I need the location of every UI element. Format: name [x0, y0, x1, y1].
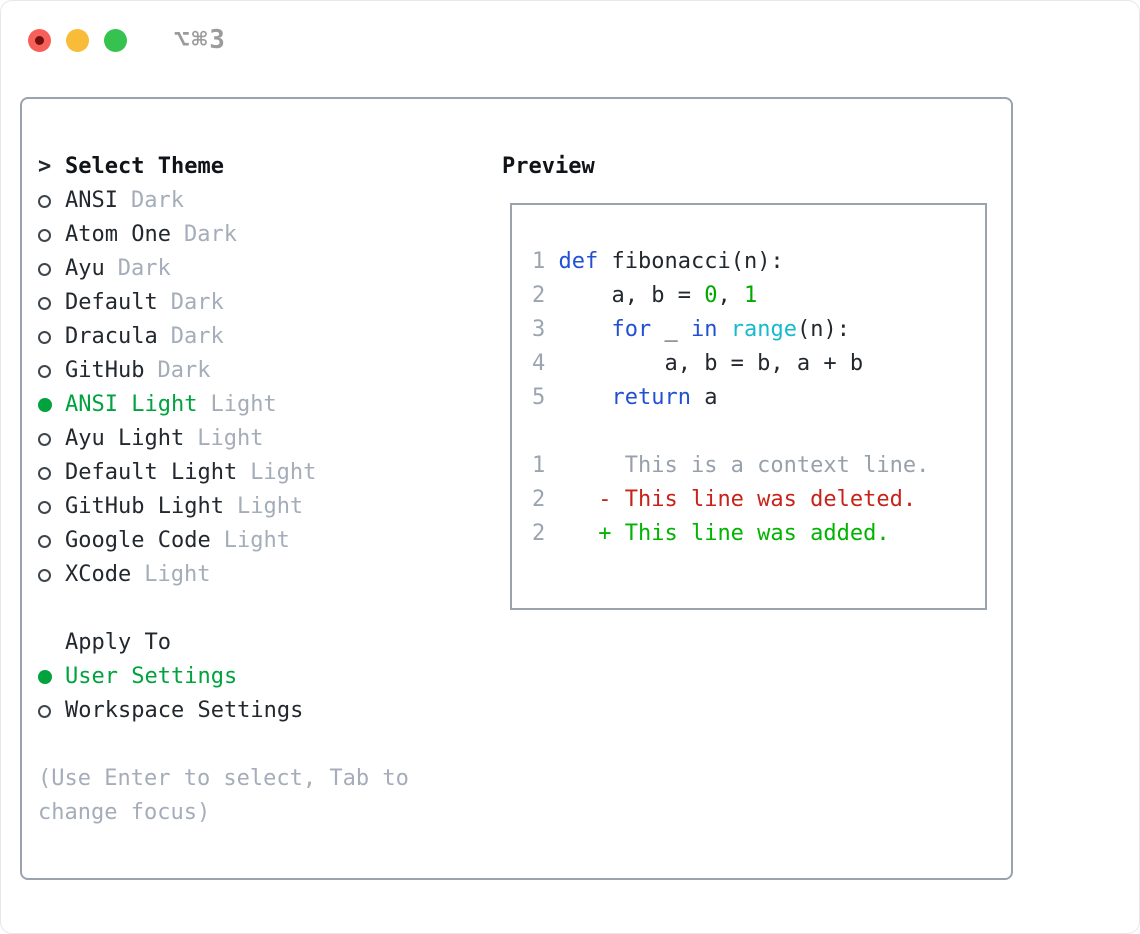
theme-option-xcode[interactable]: XCode Light	[38, 558, 488, 592]
radio-unselected-icon	[38, 704, 65, 718]
theme-option-default-light[interactable]: Default Light Light	[38, 456, 488, 490]
zoom-button[interactable]	[104, 28, 127, 52]
apply-to-header: Apply To	[38, 626, 488, 660]
close-dot-icon	[35, 35, 44, 45]
apply-option-user-settings[interactable]: User Settings	[38, 660, 488, 694]
radio-unselected-icon	[38, 296, 65, 310]
spacer	[38, 592, 488, 626]
apply-option-workspace-settings[interactable]: Workspace Settings	[38, 694, 488, 728]
preview-title: Preview	[502, 154, 595, 179]
theme-option-ayu-dark[interactable]: Ayu Dark	[38, 252, 488, 286]
minimize-button[interactable]	[66, 28, 89, 52]
radio-selected-icon	[38, 670, 65, 684]
radio-unselected-icon	[38, 262, 65, 276]
theme-selector-column: > Select Theme ANSI Dark Atom One Dark A…	[38, 150, 488, 830]
theme-option-github-dark[interactable]: GitHub Dark	[38, 354, 488, 388]
theme-option-ansi-dark[interactable]: ANSI Dark	[38, 184, 488, 218]
theme-option-atom-one-dark[interactable]: Atom One Dark	[38, 218, 488, 252]
theme-option-github-light[interactable]: GitHub Light Light	[38, 490, 488, 524]
diff-deleted-line: 2 - This line was deleted.	[532, 487, 917, 512]
radio-unselected-icon	[38, 534, 65, 548]
code-line: 2 a, b = 0, 1	[532, 283, 758, 308]
preview-pane: 1 def fibonacci(n): 2 a, b = 0, 1 3 for …	[510, 203, 987, 610]
theme-option-ansi-light[interactable]: ANSI Light Light	[38, 388, 488, 422]
code-line: 4 a, b = b, a + b	[532, 351, 864, 376]
radio-unselected-icon	[38, 568, 65, 582]
radio-unselected-icon	[38, 432, 65, 446]
preview-header: Preview	[502, 150, 987, 184]
spacer	[38, 728, 488, 762]
window-shortcut-label: ⌥⌘3	[174, 25, 227, 55]
radio-unselected-icon	[38, 330, 65, 344]
apply-to-title: Apply To	[65, 630, 171, 655]
radio-unselected-icon	[38, 228, 65, 242]
radio-selected-icon	[38, 398, 65, 412]
cursor-icon: >	[38, 154, 52, 179]
code-line-blank	[532, 415, 975, 449]
code-line: 3 for _ in range(n):	[532, 317, 850, 342]
diff-added-line: 2 + This line was added.	[532, 521, 890, 546]
help-text-line-1: (Use Enter to select, Tab to	[38, 766, 409, 791]
code-line: 1 def fibonacci(n):	[532, 249, 784, 274]
theme-option-dracula-dark[interactable]: Dracula Dark	[38, 320, 488, 354]
radio-unselected-icon	[38, 194, 65, 208]
theme-picker-panel: > Select Theme ANSI Dark Atom One Dark A…	[20, 97, 1013, 880]
theme-option-google-code[interactable]: Google Code Light	[38, 524, 488, 558]
theme-option-default-dark[interactable]: Default Dark	[38, 286, 488, 320]
theme-option-ayu-light[interactable]: Ayu Light Light	[38, 422, 488, 456]
diff-context-line: 1 This is a context line.	[532, 453, 930, 478]
titlebar: ⌥⌘3	[28, 25, 227, 55]
radio-unselected-icon	[38, 500, 65, 514]
radio-unselected-icon	[38, 364, 65, 378]
select-theme-header: > Select Theme	[38, 150, 488, 184]
select-theme-title: Select Theme	[65, 154, 224, 179]
preview-column: Preview 1 def fibonacci(n): 2 a, b = 0, …	[502, 150, 987, 610]
radio-unselected-icon	[38, 466, 65, 480]
help-text-line-2: change focus)	[38, 800, 211, 825]
code-line: 5 return a	[532, 385, 718, 410]
close-button[interactable]	[28, 28, 51, 52]
